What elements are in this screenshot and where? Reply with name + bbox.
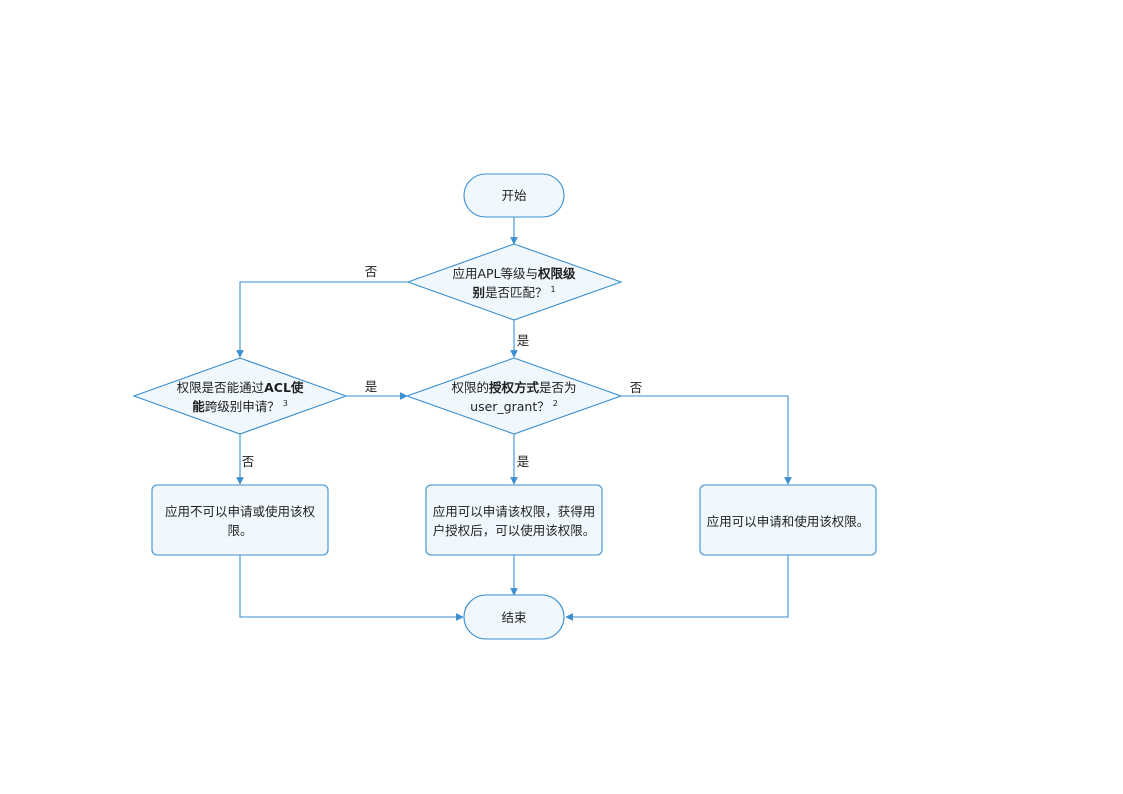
process-user-grant-shape (425, 484, 603, 556)
text-segment: ACL使 (264, 380, 304, 395)
decision-grant-mode: 权限的授权方式是否为 user_grant？2 (405, 357, 623, 435)
edges (236, 217, 792, 621)
text-segment: 3 (283, 399, 288, 408)
process-deny: 应用不可以申请或使用该权 限。 (151, 484, 329, 556)
edge-system-grant-to-end (565, 555, 789, 621)
edge-apl-no-to-acl (236, 281, 408, 358)
decision-apl-match: 应用APL等级与权限级 别是否匹配？1 (406, 243, 623, 321)
process-user-grant-line1: 应用可以申请该权限，获得用 (433, 504, 596, 519)
start-node-text: 开始 (501, 188, 527, 203)
edge-label-apl-yes: 是 (517, 333, 530, 348)
start-node: 开始 (463, 173, 565, 218)
process-user-grant: 应用可以申请该权限，获得用 户授权后，可以使用该权限。 (425, 484, 603, 556)
process-system-grant: 应用可以申请和使用该权限。 (699, 484, 877, 556)
text-segment: 2 (553, 399, 558, 408)
decision-grant-mode-shape (405, 357, 623, 435)
text-segment: 能 (192, 399, 205, 414)
decision-grant-mode-line1: 权限的授权方式是否为 (451, 380, 576, 395)
end-node-text: 结束 (501, 610, 527, 625)
text-segment: 权限的 (451, 380, 489, 395)
text-segment: 是否匹配？ (485, 285, 548, 300)
decision-acl-check-shape (132, 357, 348, 435)
process-deny-line1: 应用不可以申请或使用该权 (165, 504, 316, 519)
process-system-grant-line1: 应用可以申请和使用该权限。 (707, 514, 870, 529)
text-segment: 应用APL等级与 (452, 266, 538, 281)
text-segment: 别 (471, 285, 485, 300)
edge-label-grant-no: 否 (630, 380, 643, 395)
edge-label-apl-no: 否 (365, 264, 378, 279)
text-segment: 1 (550, 285, 555, 294)
edge-deny-to-end (239, 555, 464, 621)
edge-label-acl-no: 否 (242, 454, 255, 469)
text-segment: 权限是否能通过 (177, 380, 265, 395)
end-node: 结束 (463, 594, 565, 640)
edge-labels: 否 是 是 否 是 否 (242, 264, 643, 469)
edge-label-grant-yes: 是 (517, 454, 530, 469)
text-segment: 授权方式 (489, 380, 540, 395)
text-segment: user_grant？ (470, 399, 550, 414)
decision-apl-match-shape (406, 243, 623, 321)
edge-grant-no-to-system-grant (621, 395, 792, 485)
process-user-grant-line2: 户授权后，可以使用该权限。 (433, 523, 596, 538)
decision-apl-match-line1: 应用APL等级与权限级 (452, 266, 576, 281)
decision-grant-mode-line2: user_grant？2 (470, 399, 558, 414)
decision-acl-check-line1: 权限是否能通过ACL使 (177, 380, 304, 395)
decision-apl-match-line2: 别是否匹配？1 (471, 285, 555, 300)
text-segment: 是否为 (539, 380, 577, 395)
end-terminator-shape (463, 594, 565, 640)
process-deny-line2: 限。 (227, 523, 252, 538)
decision-acl-check-line2: 能跨级别申请？3 (192, 399, 288, 414)
start-terminator-shape (463, 173, 565, 218)
decision-acl-check: 权限是否能通过ACL使 能跨级别申请？3 (132, 357, 348, 435)
text-segment: 权限级 (537, 266, 576, 281)
process-system-grant-shape (699, 484, 877, 556)
edge-label-acl-yes: 是 (365, 379, 378, 394)
text-segment: 跨级别申请？ (205, 399, 280, 414)
process-deny-shape (151, 484, 329, 556)
